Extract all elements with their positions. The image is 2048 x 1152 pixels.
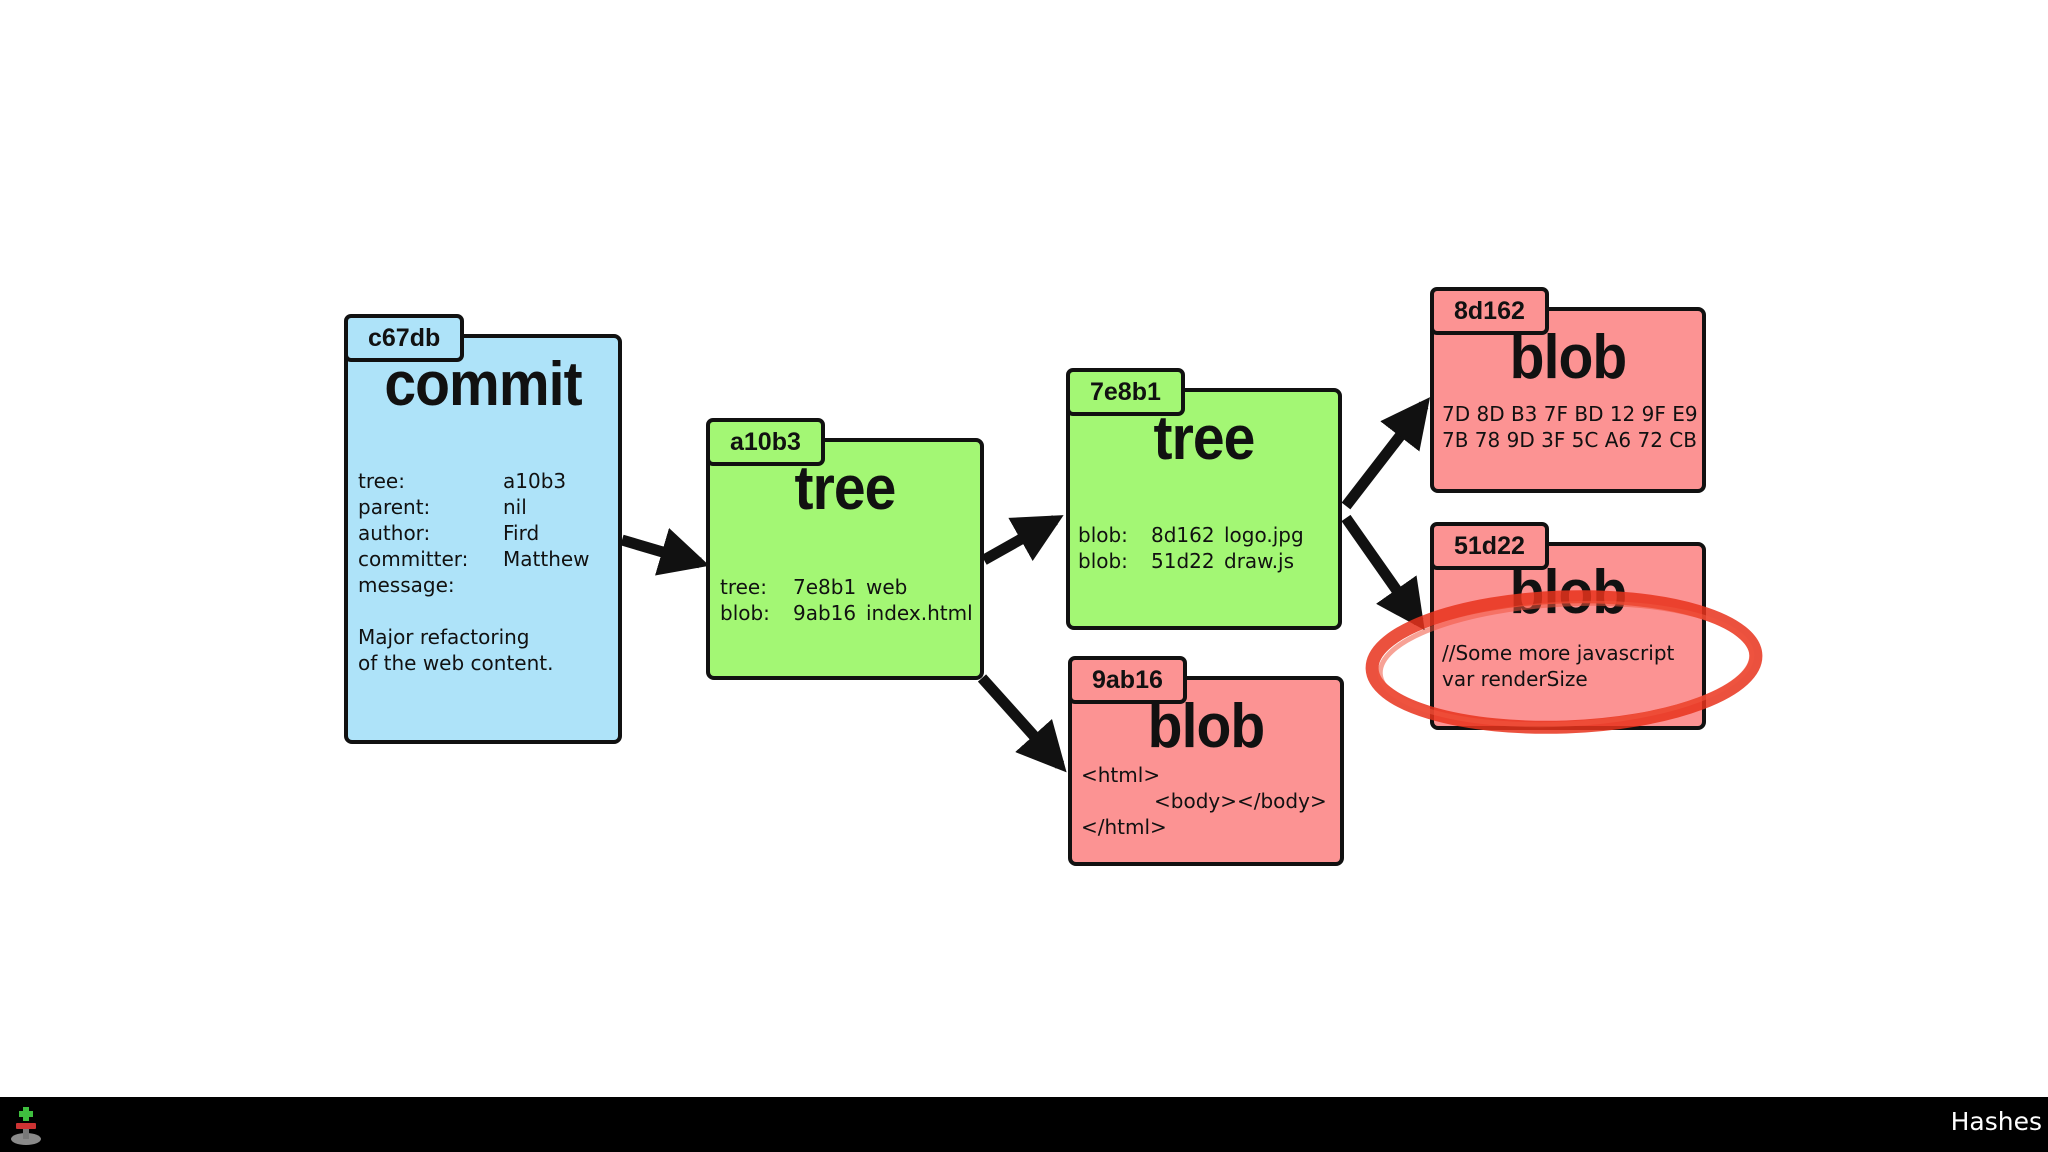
tree-root-hash-tab: a10b3	[706, 418, 825, 466]
blob-object-index: 9ab16 blob <html> <body></body> </html>	[1068, 656, 1344, 866]
commit-type-label: commit	[384, 350, 582, 419]
commit-object: c67db commit tree:a10b3 parent:nil autho…	[344, 314, 622, 744]
highlight-ellipse	[1365, 590, 1763, 734]
diagram-arrows	[620, 397, 1431, 773]
commit-field-author: author:Fird	[358, 521, 540, 545]
commit-field-parent: parent:nil	[358, 495, 527, 519]
git-object-diagram: c67db commit tree:a10b3 parent:nil autho…	[344, 287, 1763, 866]
commit-box	[344, 334, 622, 744]
arrow-tree-to-index-blob	[977, 674, 1067, 773]
blob-draw-hash-tab: 51d22	[1430, 522, 1549, 570]
blob-draw-box	[1430, 542, 1706, 730]
tree-root-type-label: tree	[794, 454, 897, 523]
arrow-web-to-draw-blob	[1341, 514, 1425, 631]
tree-web-type-label: tree	[1153, 404, 1256, 473]
arrow-web-to-logo-blob	[1341, 397, 1431, 510]
commit-message-line: Major refactoring	[358, 625, 530, 649]
commit-field-tree: tree:a10b3	[358, 469, 567, 493]
blob-logo-content: 7D 8D B3 7F BD 12 9F E9 7B 78 9D 3F 5C A…	[1442, 402, 1698, 452]
arrow-commit-to-tree	[620, 528, 710, 576]
tree-root-box	[706, 438, 984, 680]
tree-web-hash-tab: 7e8b1	[1066, 368, 1185, 416]
commit-message-line: of the web content.	[358, 651, 554, 675]
blob-index-content: <html> <body></body> </html>	[1081, 763, 1327, 839]
commit-hash-tab: c67db	[344, 314, 465, 362]
commit-fields: tree:a10b3 parent:nil author:Fird commit…	[358, 468, 590, 676]
blob-object-logo: 8d162 blob 7D 8D B3 7F BD 12 9F E9 7B 78…	[1430, 287, 1706, 493]
blob-draw-content: //Some more javascript var renderSize	[1442, 641, 1675, 691]
blob-logo-box	[1430, 307, 1706, 493]
blob-index-type-label: blob	[1147, 692, 1266, 761]
slide-title: Hashes	[1950, 1107, 2042, 1136]
blob-index-hash-tab: 9ab16	[1068, 656, 1187, 704]
arrow-tree-to-web-tree	[981, 515, 1064, 565]
blob-logo-type-label: blob	[1509, 323, 1628, 392]
blob-index-box	[1068, 676, 1344, 866]
commit-field-message: message:	[358, 573, 455, 597]
blob-logo-hash-tab: 8d162	[1430, 287, 1549, 335]
tree-web-box	[1066, 388, 1342, 630]
blob-object-draw: 51d22 blob //Some more javascript var re…	[1430, 522, 1706, 730]
commit-field-committer: committer:Matthew	[358, 547, 590, 571]
presentation-bottom-bar: Hashes	[0, 1097, 2048, 1152]
keynote-icon	[11, 1107, 41, 1145]
